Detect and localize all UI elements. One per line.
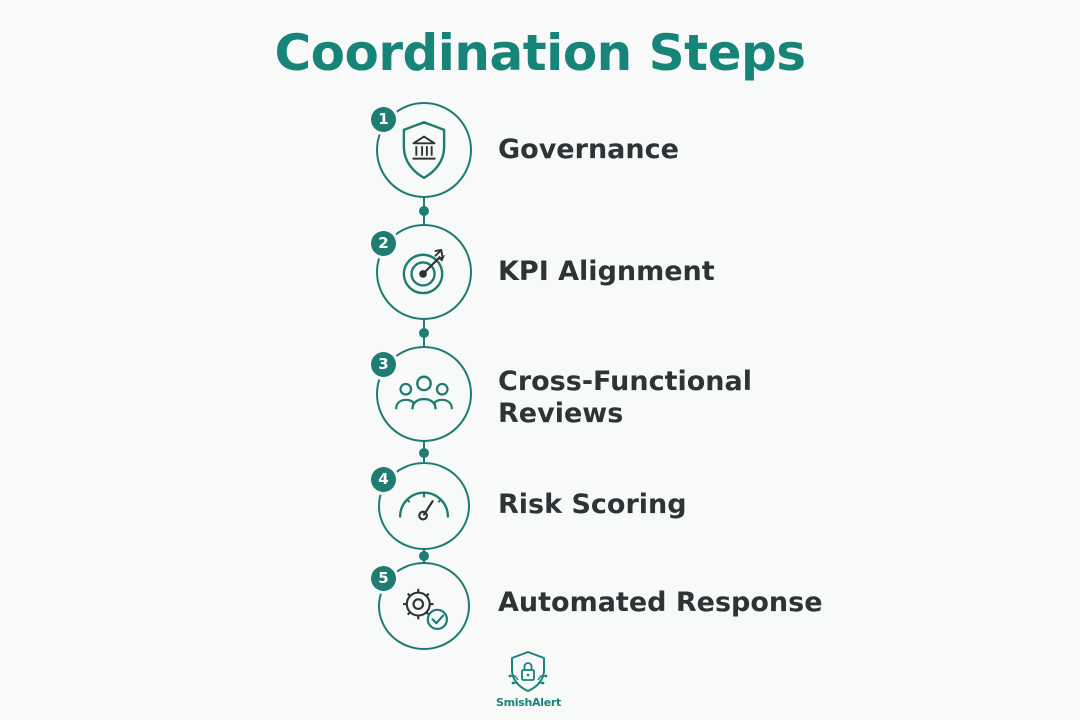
- step-1-circle: [376, 102, 472, 198]
- shield-bank-icon: [402, 121, 446, 179]
- step-4-label: Risk Scoring: [498, 489, 687, 520]
- step-1-label: Governance: [498, 134, 679, 165]
- step-3-label-line-1: Cross-Functional: [498, 366, 752, 397]
- step-5-number-badge: 5: [371, 566, 396, 591]
- connector-dot-4-5: [419, 551, 429, 561]
- page-title: Coordination Steps: [274, 24, 806, 82]
- step-2-label: KPI Alignment: [498, 256, 715, 287]
- brand-name: SmishAlert: [496, 696, 561, 709]
- gauge-icon: [398, 491, 450, 521]
- target-icon: [402, 249, 446, 295]
- step-5-label: Automated Response: [498, 587, 823, 618]
- step-3-label-line-2: Reviews: [498, 398, 624, 429]
- step-4-number-badge: 4: [371, 467, 396, 492]
- step-2-number-badge: 2: [371, 231, 396, 256]
- brand-logo: SmishAlert: [496, 650, 561, 710]
- connector-dot-2-3: [419, 328, 429, 338]
- connector-dot-1-2: [419, 206, 429, 216]
- shield-lock-icon: [508, 651, 548, 692]
- step-1-number-badge: 1: [371, 107, 396, 132]
- step-3-number-badge: 3: [371, 352, 396, 377]
- connector-dot-3-4: [419, 448, 429, 458]
- team-icon: [395, 375, 453, 410]
- gear-check-icon: [403, 588, 449, 631]
